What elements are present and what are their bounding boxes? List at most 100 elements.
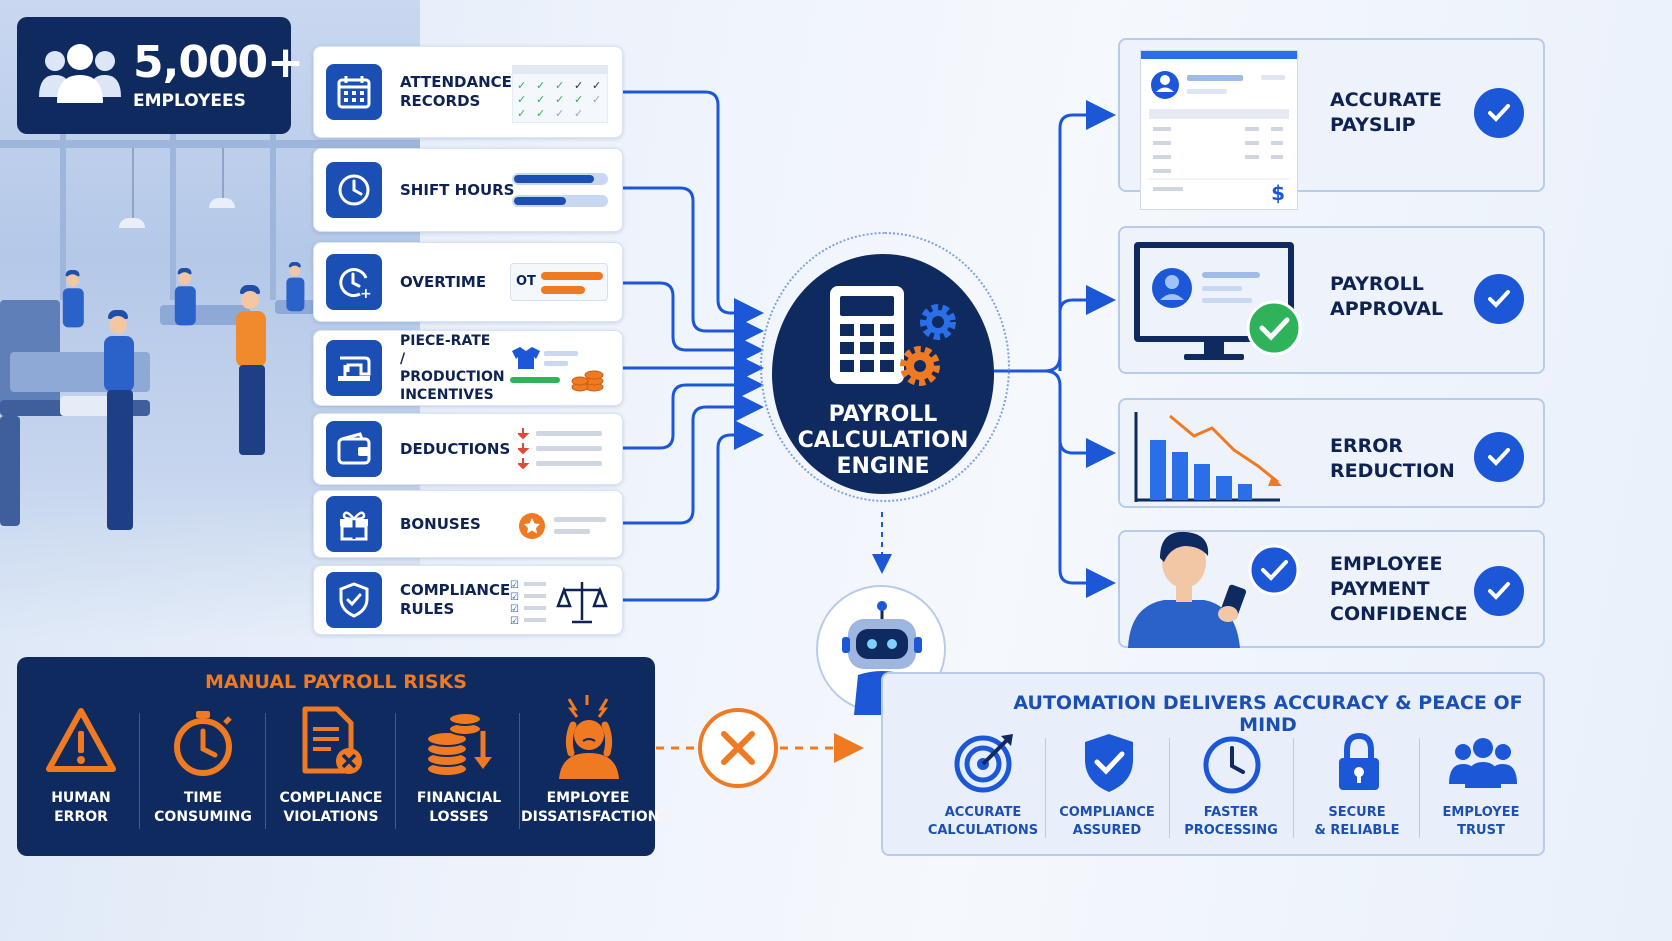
input-label: DEDUCTIONS: [400, 439, 511, 458]
risk-blocked-icon: [698, 708, 778, 788]
risk-label: TIME CONSUMING: [154, 790, 252, 825]
svg-text:✓: ✓: [574, 79, 583, 92]
svg-text:✓: ✓: [517, 93, 526, 106]
benefits-title: AUTOMATION DELIVERS ACCURACY & PEACE OF …: [1013, 692, 1523, 736]
benefit-label: SECURE & RELIABLE: [1314, 805, 1400, 838]
automation-benefits-panel: AUTOMATION DELIVERS ACCURACY & PEACE OF …: [881, 672, 1545, 856]
risks-title: MANUAL PAYROLL RISKS: [204, 671, 467, 693]
benefit-label: EMPLOYEE TRUST: [1442, 805, 1520, 838]
svg-text:✓: ✓: [536, 79, 545, 92]
divider: [1293, 738, 1294, 838]
calculator-gear-icon: [828, 284, 968, 398]
input-card-piece-rate: PIECE-RATE / PRODUCTION INCENTIVES: [313, 330, 623, 406]
input-card-deductions: DEDUCTIONS: [313, 413, 623, 485]
svg-text:☑: ☑: [510, 604, 519, 615]
employee-count-label: EMPLOYEES: [133, 90, 246, 111]
svg-text:✓: ✓: [592, 93, 601, 106]
divider: [519, 713, 520, 829]
declining-chart-icon: [1130, 406, 1290, 508]
employee-count: 5,000+: [133, 36, 304, 88]
risk-item-human-error: HUMAN ERROR: [17, 705, 145, 845]
check-icon: [1474, 566, 1524, 616]
output-card-error-reduction: ERROR REDUCTION: [1118, 398, 1545, 508]
coins-down-icon: [426, 712, 492, 777]
shield-check-icon: [1085, 734, 1133, 792]
payroll-calculation-engine: PAYROLL CALCULATION ENGINE: [772, 254, 994, 494]
shift-bars-icon: [512, 171, 608, 215]
clock-icon: [1203, 736, 1261, 794]
overtime-clock-icon: +: [326, 254, 382, 310]
gift-icon: [326, 496, 382, 552]
check-icon: [1474, 274, 1524, 324]
input-card-bonuses: BONUSES: [313, 490, 623, 558]
wallet-icon: [326, 421, 382, 477]
input-label: SHIFT HOURS: [400, 180, 515, 199]
svg-text:☑: ☑: [510, 616, 519, 626]
input-label: BONUSES: [400, 514, 481, 533]
output-card-payroll-approval: PAYROLL APPROVAL: [1118, 226, 1545, 374]
sewing-machine-icon: [326, 340, 382, 396]
stopwatch-icon: [174, 711, 232, 776]
input-card-shift-hours: SHIFT HOURS: [313, 148, 623, 232]
divider: [395, 713, 396, 829]
manual-payroll-risks-panel: MANUAL PAYROLL RISKS HUMAN ERROR TIME CO…: [17, 657, 660, 856]
svg-text:✓: ✓: [555, 107, 564, 120]
target-icon: [954, 734, 1013, 793]
shield-check-icon: [326, 572, 382, 628]
svg-text:✓: ✓: [555, 79, 564, 92]
benefit-item-faster-processing: FASTER PROCESSING: [1169, 732, 1293, 852]
risk-item-compliance-violations: COMPLIANCE VIOLATIONS: [267, 705, 395, 845]
payslip-icon: $: [1140, 50, 1298, 210]
people-icon: [35, 41, 125, 111]
benefit-item-accurate-calculations: ACCURATE CALCULATIONS: [921, 732, 1045, 852]
risk-label: HUMAN ERROR: [51, 790, 111, 825]
input-label: COMPLIANCE RULES: [400, 581, 511, 618]
svg-text:✓: ✓: [574, 107, 583, 120]
risk-label: EMPLOYEE DISSATISFACTION: [521, 790, 660, 825]
svg-text:✓: ✓: [536, 107, 545, 120]
svg-text:☑: ☑: [510, 592, 519, 603]
stressed-person-icon: [559, 695, 619, 779]
employee-phone-icon: [1124, 522, 1314, 652]
benefit-item-employee-trust: EMPLOYEE TRUST: [1419, 732, 1543, 852]
svg-text:✓: ✓: [555, 93, 564, 106]
svg-text:✓: ✓: [517, 107, 526, 120]
risk-item-financial-losses: FINANCIAL LOSSES: [395, 705, 523, 845]
compliance-scale-icon: ☑☑☑☑: [510, 578, 608, 630]
risk-item-time-consuming: TIME CONSUMING: [139, 705, 267, 845]
engine-ring: [760, 232, 1010, 502]
production-incentive-icon: [510, 345, 608, 397]
svg-text:+: +: [360, 286, 372, 300]
attendance-grid-icon: ✓✓✓✓✓✓✓✓✓✓✓✓✓✓: [511, 64, 609, 127]
divider: [1419, 738, 1420, 838]
warning-icon: [46, 708, 116, 772]
output-label: ERROR REDUCTION: [1330, 435, 1455, 482]
benefit-label: ACCURATE CALCULATIONS: [927, 805, 1039, 838]
svg-text:✓: ✓: [574, 93, 583, 106]
svg-text:✓: ✓: [517, 79, 526, 92]
payslip-currency: $: [1271, 181, 1285, 205]
risk-label: FINANCIAL LOSSES: [416, 790, 502, 825]
risk-item-employee-dissatisfaction: EMPLOYEE DISSATISFACTION: [521, 695, 660, 845]
benefit-label: FASTER PROCESSING: [1184, 805, 1278, 838]
input-card-attendance: ATTENDANCE RECORDS ✓✓✓✓✓✓✓✓✓✓✓✓✓✓: [313, 46, 623, 138]
svg-text:☑: ☑: [510, 580, 519, 591]
employee-count-badge: 5,000+ EMPLOYEES: [17, 17, 304, 134]
input-card-overtime: + OVERTIME OT: [313, 242, 623, 322]
check-icon: [1474, 88, 1524, 138]
divider: [265, 713, 266, 829]
engine-title: PAYROLL CALCULATION ENGINE: [797, 402, 969, 479]
benefit-label: COMPLIANCE ASSURED: [1059, 805, 1155, 838]
output-card-employee-confidence: EMPLOYEE PAYMENT CONFIDENCE: [1118, 530, 1545, 648]
divider: [1045, 738, 1046, 838]
input-label: PIECE-RATE / PRODUCTION INCENTIVES: [400, 333, 505, 403]
calendar-icon: [326, 64, 382, 120]
clock-icon: [326, 162, 382, 218]
svg-text:✓: ✓: [592, 79, 601, 92]
document-x-icon: [302, 706, 362, 774]
output-label: ACCURATE PAYSLIP: [1330, 89, 1442, 136]
output-card-accurate-payslip: $ ACCURATE PAYSLIP: [1118, 38, 1545, 210]
output-label: PAYROLL APPROVAL: [1330, 273, 1444, 320]
divider: [139, 713, 140, 829]
